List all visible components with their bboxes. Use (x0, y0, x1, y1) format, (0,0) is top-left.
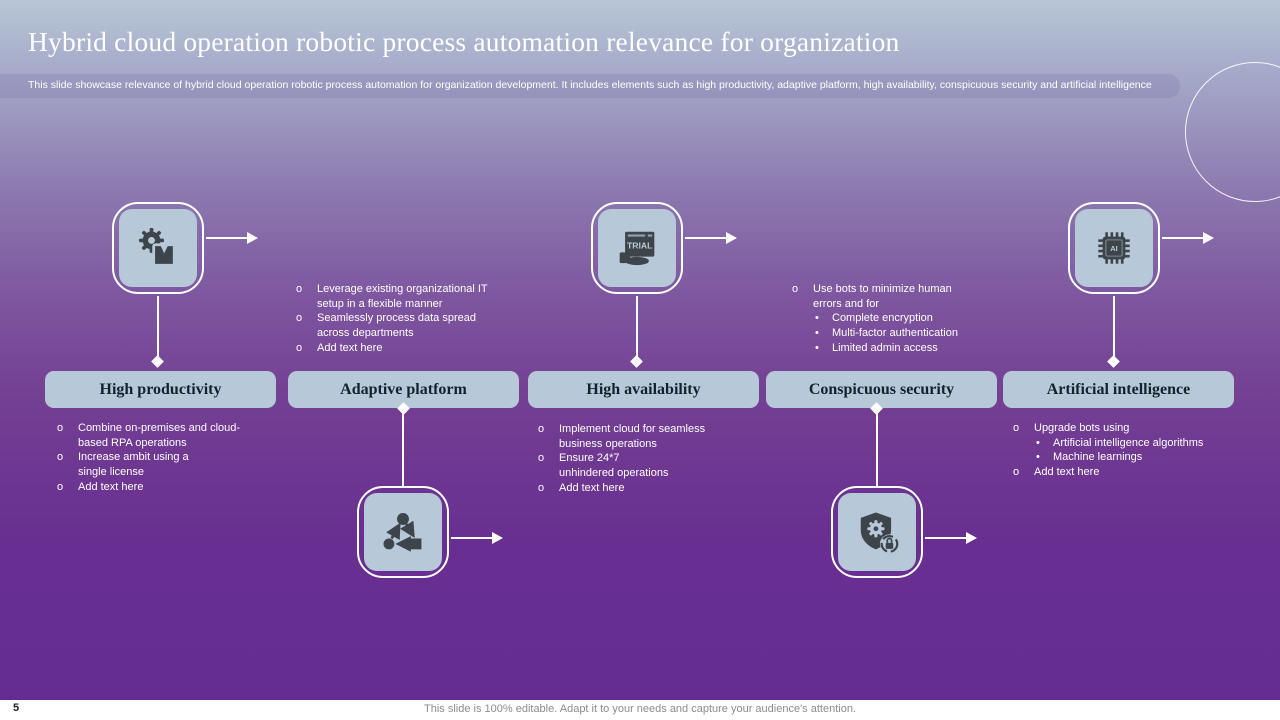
page-title: Hybrid cloud operation robotic process a… (28, 26, 900, 57)
ai-icon-text: AI (1110, 244, 1118, 253)
connector-line (157, 296, 159, 362)
connector-arrow-right (451, 532, 503, 543)
icon-tile-conspicuous-security (831, 486, 923, 578)
background-gradient (0, 0, 1280, 700)
trial-hand-icon: TRIAL (619, 231, 655, 266)
connector-arrow-right (925, 532, 977, 543)
label-high-productivity: High productivity (45, 371, 276, 408)
page-number: 5 (13, 702, 20, 714)
list-item: •Multi-factor authentication (815, 326, 958, 339)
trial-icon-text: TRIAL (627, 241, 653, 251)
ai-chip-icon: AI (1098, 232, 1130, 264)
subtitle-band (0, 74, 1180, 98)
icon-tile-high-availability: TRIAL (591, 202, 683, 294)
list-item: •Artificial intelligence algorithms (1036, 436, 1204, 449)
gear-box-icon (139, 227, 176, 267)
list-item: •Complete encryption (815, 312, 933, 325)
connector-line (876, 412, 878, 486)
connector-arrow-right (1162, 232, 1214, 243)
shield-gear-lock-icon (860, 512, 899, 554)
slide-subtitle: This slide showcase relevance of hybrid … (28, 79, 1152, 91)
list-item: •Limited admin access (815, 341, 938, 354)
label-adaptive-platform: Adaptive platform (288, 371, 519, 408)
connector-arrow-right (685, 232, 737, 243)
label-high-availability: High availability (528, 371, 759, 408)
icon-tile-adaptive-platform (357, 486, 449, 578)
connector-line (1113, 296, 1115, 362)
cycle-nodes-icon (383, 513, 422, 552)
icon-tile-high-productivity (112, 202, 204, 294)
connector-arrow-right (206, 232, 258, 243)
connector-line (402, 412, 404, 486)
icon-tile-artificial-intelligence: AI (1068, 202, 1160, 294)
label-conspicuous-security: Conspicuous security (766, 371, 997, 408)
footer-note: This slide is 100% editable. Adapt it to… (424, 703, 856, 715)
footer-bar: 5 This slide is 100% editable. Adapt it … (0, 700, 1280, 720)
list-item: •Machine learnings (1036, 451, 1143, 464)
label-artificial-intelligence: Artificial intelligence (1003, 371, 1234, 408)
connector-line (636, 296, 638, 362)
